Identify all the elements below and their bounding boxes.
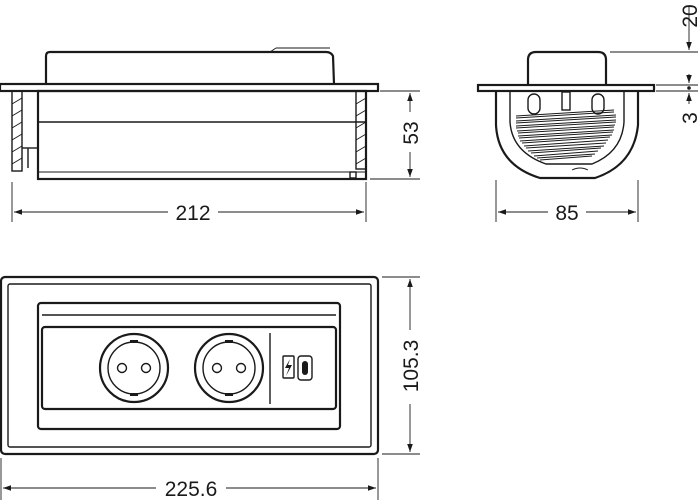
side-view: 85 20 3 [476, 4, 700, 225]
top-width-label: 225.6 [165, 478, 218, 500]
side-housing-inner [509, 91, 625, 165]
front-body [36, 89, 368, 181]
top-lid-recess [36, 301, 342, 431]
side-width-label: 85 [555, 202, 578, 225]
side-hole-right [591, 93, 605, 115]
side-top-cap [526, 50, 608, 85]
top-outer-frame [0, 275, 380, 456]
socket-strip [40, 325, 338, 411]
side-fins [515, 109, 617, 171]
top-inner-frame [7, 283, 372, 448]
schuko-socket-icon [193, 332, 265, 404]
side-hole-left [527, 93, 541, 115]
right-clamp [349, 90, 367, 179]
front-width-label: 212 [175, 202, 210, 225]
front-top-cover [44, 50, 336, 85]
side-flange-label: 3 [679, 112, 700, 124]
front-view: 212 53 [0, 47, 423, 225]
schuko-socket-icon [98, 332, 170, 404]
left-clamp [11, 90, 38, 172]
front-cover-step [269, 47, 277, 53]
side-flange-dim-dot [687, 86, 691, 90]
side-flange [476, 83, 656, 93]
top-view: 105.3 225.6 [0, 275, 423, 500]
usb-charge-icon [282, 355, 295, 379]
front-height-label: 53 [400, 121, 423, 144]
side-center-slot [561, 91, 571, 111]
usb-c-port-icon [297, 355, 313, 381]
side-top-label: 20 [679, 4, 700, 27]
top-height-label: 105.3 [400, 340, 423, 393]
side-housing [494, 91, 640, 180]
